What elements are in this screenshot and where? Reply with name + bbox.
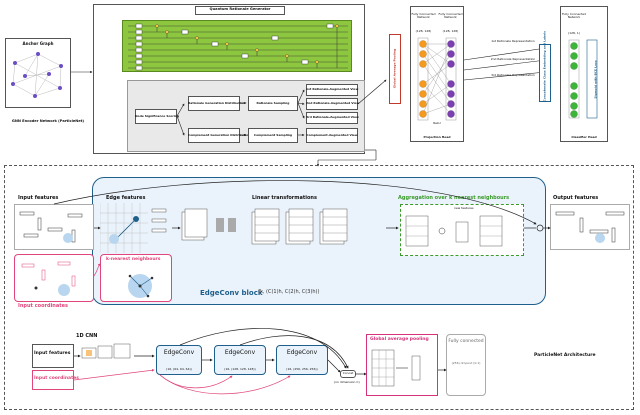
aug-view-1-box xyxy=(306,84,358,96)
edgeconv-3-box xyxy=(276,345,328,375)
edgeconv-1-params: (16, (64, 64, 64)) xyxy=(166,367,192,371)
knn-label: k-nearest neighbours xyxy=(106,257,161,262)
input-coords-glyphs xyxy=(21,261,76,296)
classifier-network xyxy=(568,39,598,119)
complement-aug-view-label: Complement-Augmented View xyxy=(306,133,358,137)
input-coords-box xyxy=(14,254,94,302)
particlenet-panel xyxy=(4,165,634,410)
edgeconv-block-params: (k, (C(1)h, C(2)h, C(3)h)) xyxy=(258,289,320,295)
edgeconv-3-params: (16, (256, 256, 256)) xyxy=(286,367,318,371)
input-coordinates-label: Input coordinates xyxy=(18,303,68,309)
edgeconv-2-params: (16, (128, 128, 128)) xyxy=(224,367,256,371)
rationale-sampling-label: Rationale Sampling xyxy=(256,101,290,105)
fc-1-dim: (128, 128) xyxy=(415,29,432,33)
top-arrows xyxy=(71,47,547,167)
node-significance-box xyxy=(135,109,177,124)
aug-view-2-box xyxy=(306,98,358,110)
fc-2-dim: (128, 128) xyxy=(442,29,459,33)
cnn-1d-glyph xyxy=(81,343,131,359)
anchor-graph-diagram xyxy=(11,52,63,98)
linear-transform-stacks xyxy=(181,208,348,245)
particlenet-arch-label: ParticleNet Architecture xyxy=(534,353,596,358)
input-features-label: Input features xyxy=(18,195,59,201)
aggregation-glyphs xyxy=(405,215,503,247)
output-features-glyphs xyxy=(555,211,625,243)
edgeconv-3-label: EdgeConv xyxy=(286,349,318,356)
knn-glyphs xyxy=(128,274,154,298)
anchor-graph-label: Anchor Graph xyxy=(22,41,54,46)
quantum-title-box xyxy=(195,6,285,15)
output-features-label: Output features xyxy=(553,195,599,201)
fc-1-label: Fully Connected Network xyxy=(411,12,436,20)
complement-gen-dist-label: Complement Generation Distribution xyxy=(188,133,251,137)
cnn-1d-label: 1D CNN xyxy=(76,333,98,339)
new-features-label: new features xyxy=(454,206,474,210)
edgeconv-2-label: EdgeConv xyxy=(224,349,256,356)
edge-features-grid xyxy=(100,203,167,253)
node-significance-label: Node Significance Scoring xyxy=(135,114,180,118)
gnn-encoder-label: GNN Encoder Network (ParticleNet) xyxy=(11,119,85,123)
edge-features-label: Edge features xyxy=(106,195,146,201)
fully-connected-label: Fully connected xyxy=(448,339,484,344)
global-avg-pool-glyph xyxy=(371,349,421,387)
edgeconv-1-box xyxy=(156,345,202,375)
linear-transformations-label: Linear transformations xyxy=(252,195,317,201)
rationale-gen-dist-label: Rationale Generation Distribution xyxy=(188,101,246,105)
rationale-sampling-box xyxy=(248,96,298,111)
input-features-box xyxy=(14,204,94,250)
fully-connected-box xyxy=(446,334,486,396)
fc-3-label: Fully Connected Network xyxy=(561,12,586,20)
projection-network xyxy=(417,37,457,121)
classifier-head-panel xyxy=(560,6,608,142)
fc-3-dim: (128, 1) xyxy=(568,31,580,35)
concat-box xyxy=(340,370,356,378)
quantum-circuit xyxy=(122,20,352,72)
anchor-graph-panel xyxy=(5,38,71,108)
fc-2-label: Fully Connected Network xyxy=(438,12,463,20)
aug-view-1-label: 1st Rationale-Augmented View xyxy=(306,87,359,91)
concat-embedding-box xyxy=(539,44,551,102)
relu-label: ReLU xyxy=(433,121,441,125)
classifier-head-label: Classifier Head xyxy=(571,135,597,139)
rep-3-label: 3rd Rationale Representation xyxy=(491,73,535,77)
edgeconv-block-label: EdgeConv block xyxy=(200,289,263,297)
edgeconv-2-box xyxy=(214,345,266,375)
quantum-circuit-wires xyxy=(128,23,348,71)
global-avg-pool-top xyxy=(389,34,401,104)
projection-head-label: Projection Head xyxy=(423,135,451,139)
concat-dim: (on dimension C) xyxy=(334,380,360,384)
concat-label: Concat xyxy=(342,371,354,375)
input-coordinates-2-label: Input coordinates xyxy=(34,376,79,381)
complement-aug-view-box xyxy=(306,128,358,143)
edgeconv-1-label: EdgeConv xyxy=(163,349,195,356)
complement-sampling-box xyxy=(248,128,298,143)
input-coords-2-box xyxy=(32,370,74,390)
quantum-title: Quantum Rationale Generator xyxy=(209,7,271,11)
aug-view-2-label: 2nd Rationale-Augmented View xyxy=(306,101,360,105)
aug-view-3-label: 3rd Rationale-Augmented View xyxy=(306,115,359,119)
input-features-2-label: Input features xyxy=(34,351,71,356)
rep-2-label: 2nd Rationale Representation xyxy=(490,57,536,61)
projection-head-panel xyxy=(410,6,464,142)
aug-view-3-box xyxy=(306,112,358,124)
aggregation-label: Aggregation over k nearest neighbours xyxy=(398,195,510,201)
quantum-generator-panel xyxy=(93,4,365,154)
input-features-glyphs xyxy=(19,211,83,243)
rep-1-label: 1st Rationale Representation xyxy=(491,39,535,43)
complement-gen-dist-box xyxy=(188,128,240,143)
dropout-label: (256) dropout (0.1) xyxy=(451,361,481,365)
rationale-gen-dist-box xyxy=(188,96,240,111)
input-features-2-box xyxy=(32,344,74,368)
complement-sampling-label: Complement Sampling xyxy=(253,133,293,137)
global-avg-pool-label: Global average pooling xyxy=(370,337,429,342)
